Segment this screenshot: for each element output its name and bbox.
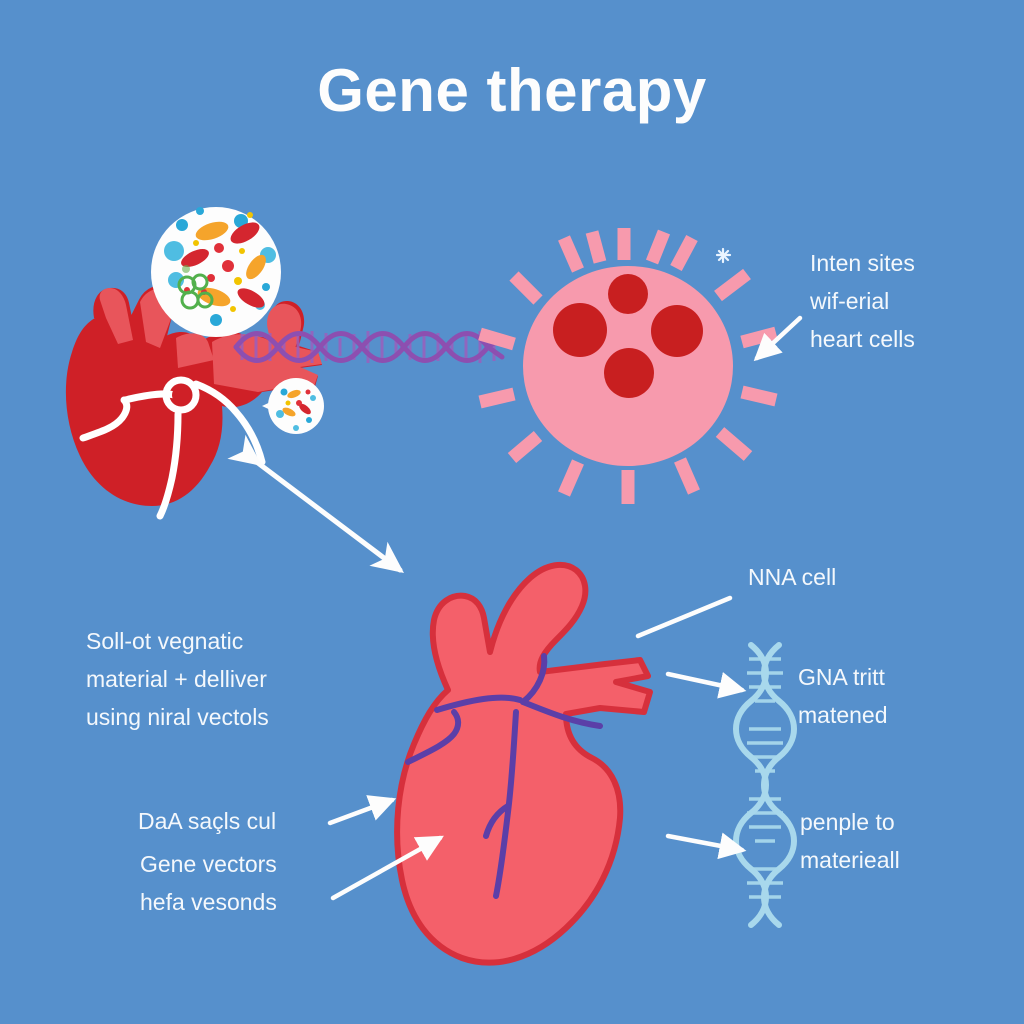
label-vector-delivery: Soll-ot vegnatic material + delliver usi… (86, 628, 269, 730)
label-gene-vectors: Gene vectors hefa vesonds (140, 851, 277, 915)
dna-vertical-lightblue (733, 642, 797, 928)
label-virus-target: Inten sites wif-erial heart cells (810, 250, 915, 352)
arrow-to-dna-upper (665, 671, 747, 699)
connector-arrows (227, 315, 803, 901)
arrow-gene-vectors-to-heart (330, 835, 444, 901)
sparkle-icon (715, 247, 732, 264)
leader-line-nna-cell (635, 595, 733, 639)
virus-particle (478, 228, 778, 504)
top-heart-figure (65, 285, 322, 520)
petri-dish-small (262, 378, 324, 434)
label-gna-tritt: GNA tritt matened (798, 664, 888, 728)
dna-horizontal-purple (233, 331, 505, 363)
arrow-double-heart-exchange (227, 434, 404, 574)
arrow-to-dna-lower (665, 832, 747, 860)
label-daa-sagls: DaA saçls cul (138, 808, 277, 834)
arrow-daa-to-heart (327, 795, 397, 826)
petri-dish-large (151, 207, 281, 337)
bottom-heart-figure (394, 561, 653, 966)
arrow-virus-to-label (753, 315, 803, 362)
page-title: Gene therapy (317, 57, 707, 124)
label-nna-cell: NNA cell (748, 564, 837, 590)
label-penple-to: penple to materieall (800, 809, 900, 873)
